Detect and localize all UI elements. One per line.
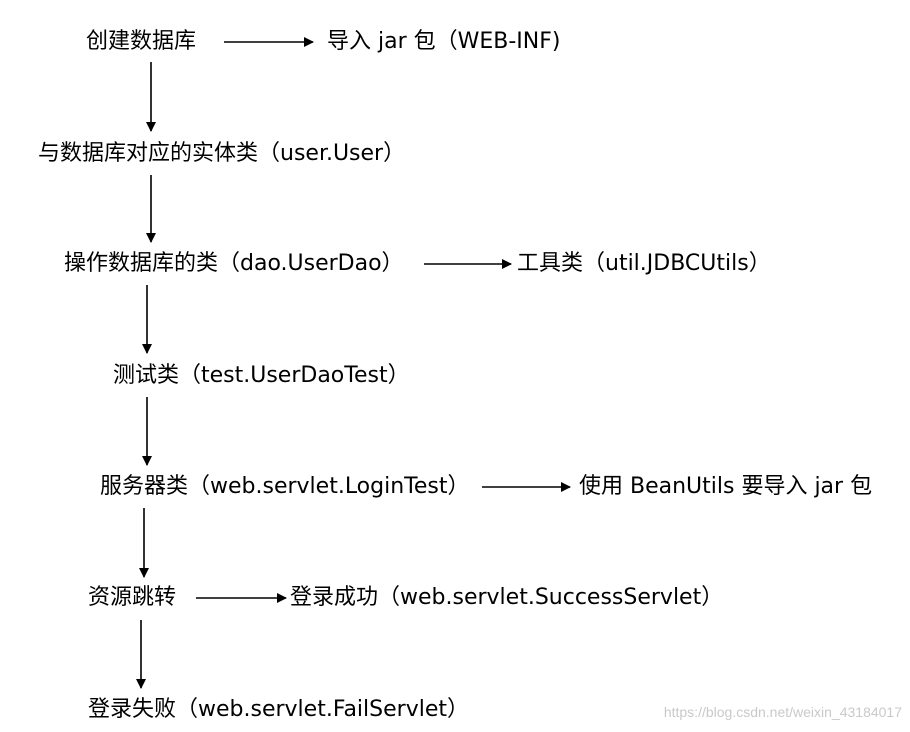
node-create-db: 创建数据库 bbox=[86, 29, 197, 54]
node-login-success: 登录成功（web.servlet.SuccessServlet） bbox=[290, 585, 724, 610]
node-beanutils: 使用 BeanUtils 要导入 jar 包 bbox=[579, 474, 873, 499]
watermark-text: https://blog.csdn.net/weixin_43184017 bbox=[663, 704, 902, 720]
node-resource-jump: 资源跳转 bbox=[88, 585, 177, 610]
node-test-class: 测试类（test.UserDaoTest） bbox=[113, 363, 410, 388]
node-login-fail: 登录失败（web.servlet.FailServlet） bbox=[88, 697, 469, 722]
node-entity-class: 与数据库对应的实体类（user.User） bbox=[38, 141, 406, 166]
node-import-jar: 导入 jar 包（WEB-INF) bbox=[327, 29, 561, 54]
node-dao-class: 操作数据库的类（dao.UserDao） bbox=[64, 251, 404, 276]
node-util-class: 工具类（util.JDBCUtils） bbox=[517, 251, 771, 276]
node-server-class: 服务器类（web.servlet.LoginTest） bbox=[100, 474, 470, 499]
